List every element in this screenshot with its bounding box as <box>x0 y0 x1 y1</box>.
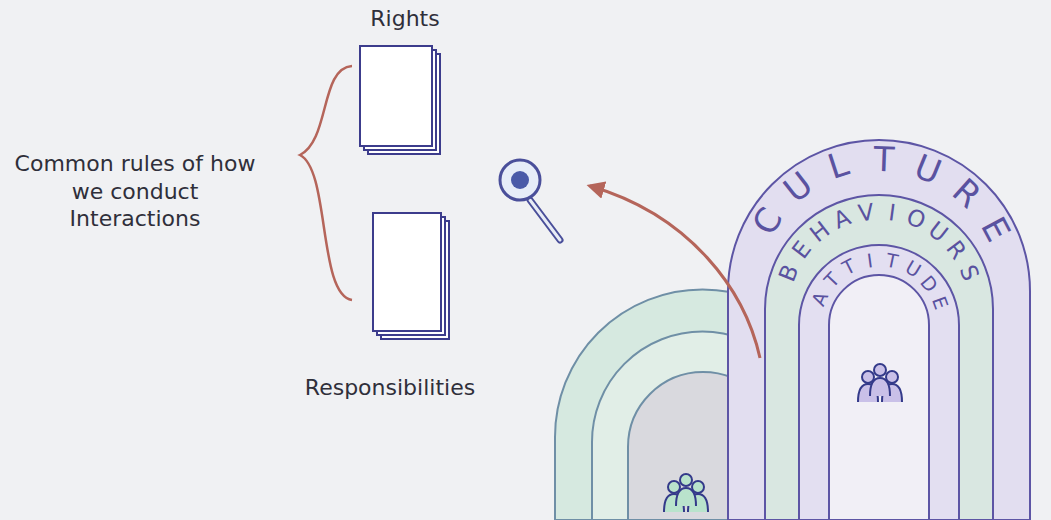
band-letter: C <box>746 202 787 240</box>
band-letter: T <box>885 251 900 272</box>
magnifying-glass <box>500 160 560 240</box>
band-letter: D <box>917 272 941 295</box>
band-letter: T <box>873 142 895 177</box>
document-title: Responsibilities <box>270 375 510 400</box>
person-icon <box>688 494 708 512</box>
arch-band: BEHAVIOURSATTITUDE <box>765 195 993 520</box>
paper-sheet <box>373 213 441 331</box>
band-letter: B <box>775 261 802 284</box>
band-letter: R <box>942 237 970 264</box>
magnifier-handle <box>530 200 560 240</box>
band-letter: E <box>788 238 815 263</box>
arch-band: CULTUREBEHAVIOURSATTITUDE <box>728 140 1030 520</box>
band-letter: U <box>777 166 818 208</box>
person-icon <box>680 474 692 486</box>
band-letter: H <box>806 218 834 247</box>
band-letter: T <box>840 256 859 278</box>
band-letter: O <box>904 205 930 233</box>
person-icon <box>664 494 684 512</box>
band-letter: U <box>911 148 947 189</box>
curly-bracket <box>300 66 352 300</box>
band-title: ATTITUDE <box>799 245 959 520</box>
arch-outline <box>765 195 993 520</box>
band-letter: L <box>824 146 853 184</box>
document-stack: Rights <box>340 2 470 182</box>
annotation-text: Common rules of how we conduct Interacti… <box>10 150 260 233</box>
band-letter: T <box>821 270 843 291</box>
magnifier-lens <box>500 160 540 200</box>
band-letter: A <box>808 289 831 309</box>
band-letter: U <box>902 258 924 281</box>
band-letter: I <box>866 251 874 271</box>
magnifier-handle-inner <box>530 200 560 240</box>
person-icon <box>668 481 680 493</box>
document-stack: Responsibilities <box>270 205 510 415</box>
arch-outline <box>728 140 1030 520</box>
person-icon <box>676 488 696 506</box>
people-group <box>664 474 708 512</box>
person-icon <box>692 481 704 493</box>
arch-band: ATTITUDE <box>799 245 959 520</box>
band-letter: E <box>975 212 1015 247</box>
arch-inner <box>829 275 929 520</box>
band-letter: R <box>947 172 987 213</box>
band-letter: V <box>857 200 876 225</box>
magnifier-focus <box>511 171 529 189</box>
paper-sheet <box>360 46 432 146</box>
band-letter: E <box>929 294 951 312</box>
band-letter: A <box>830 206 853 233</box>
document-title: Rights <box>340 6 470 31</box>
band-letter: U <box>925 218 952 246</box>
band-letter: I <box>887 201 897 225</box>
band-letter: S <box>956 262 983 284</box>
arch-outline <box>799 245 959 520</box>
